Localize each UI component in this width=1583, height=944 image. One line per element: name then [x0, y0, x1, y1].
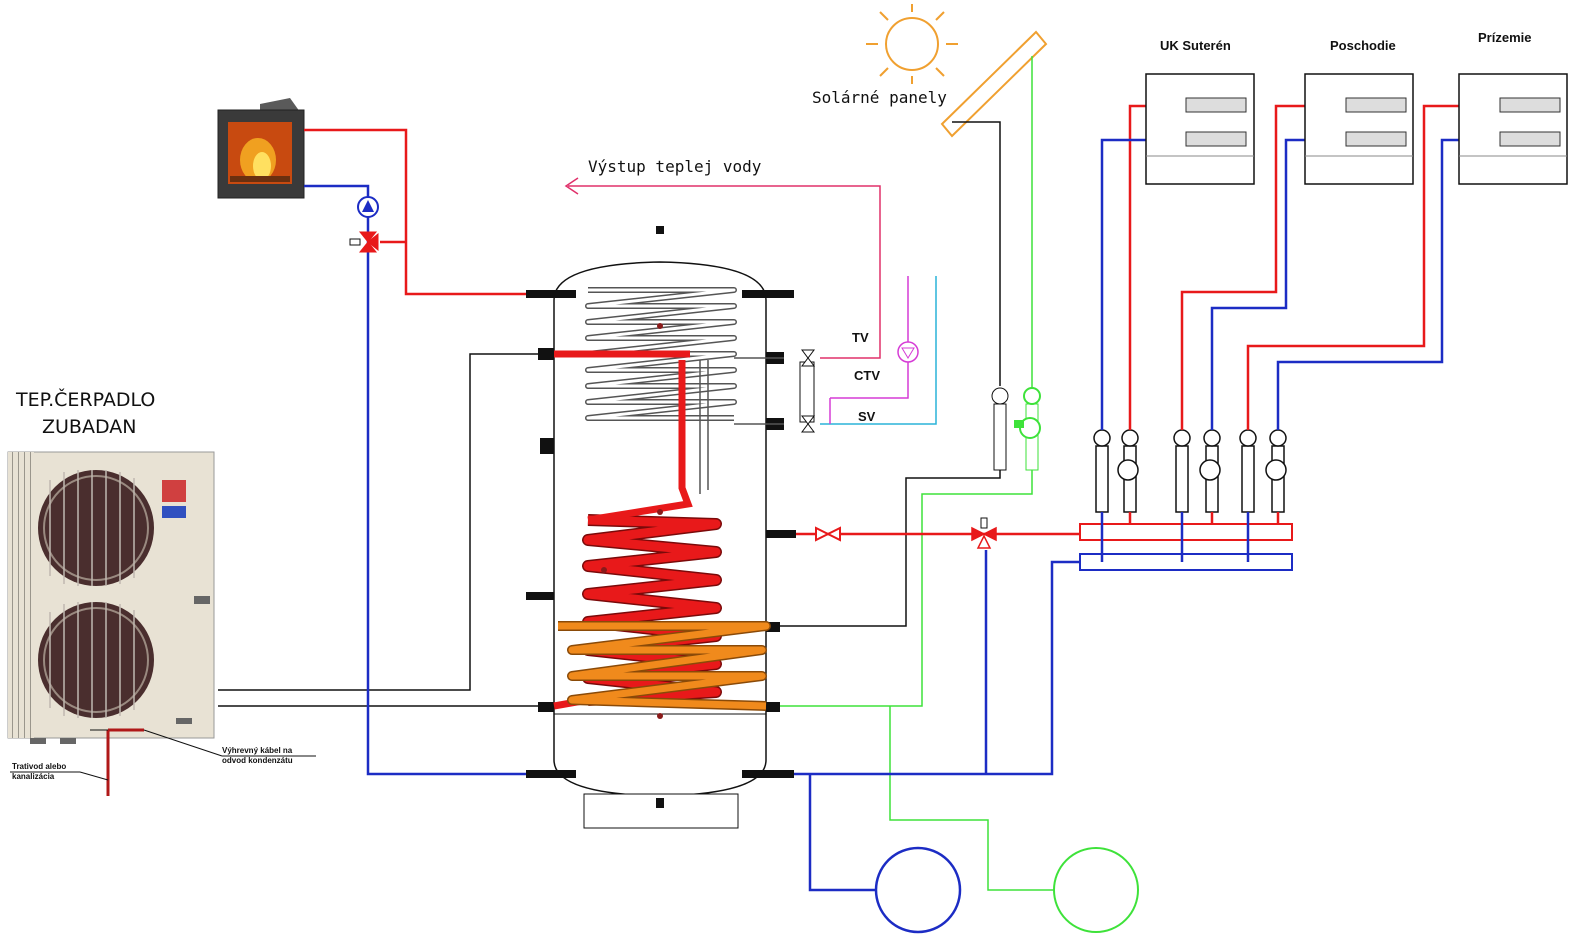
condensate-drain	[10, 728, 316, 796]
solar-panel-icon	[940, 30, 1048, 138]
three-way-valve-icon	[349, 231, 379, 253]
heat-pump-label-line1: TEP.ČERPADLO	[15, 387, 155, 411]
hot-water-out-label: Výstup teplej vody	[588, 157, 762, 176]
circuit-1-label: UK Suterén	[1160, 38, 1231, 53]
circuit-3-label: Prízemie	[1478, 30, 1531, 45]
tv-label: TV	[852, 330, 869, 345]
dhw-coil-connections	[699, 357, 784, 494]
solar-loop	[780, 56, 1054, 891]
distribution-supply	[794, 532, 1080, 776]
circulation-pump-icon	[357, 196, 379, 218]
fireplace-icon	[217, 98, 305, 199]
expansion-vessel-icon	[874, 846, 962, 934]
ctv-label: CTV	[854, 368, 880, 383]
two-way-valve-icon	[815, 526, 841, 542]
vessel-pipe	[808, 774, 876, 892]
supply-header	[1079, 523, 1293, 541]
heat-pump-pipes	[218, 353, 544, 707]
three-way-valve-icon	[971, 517, 997, 549]
floor-heating-manifold-icon	[1458, 73, 1568, 185]
expansion-vessel-icon	[1053, 847, 1139, 933]
sv-label: SV	[858, 409, 876, 424]
hot-water-outlet	[564, 177, 937, 425]
solar-coil-fill	[558, 622, 770, 710]
pump-groups	[1093, 429, 1287, 513]
drain-label-line1: Trativod alebo	[12, 762, 66, 771]
return-header	[1079, 553, 1293, 571]
circulation-pump-icon	[897, 341, 919, 363]
dhw-valves	[799, 349, 815, 433]
heat-pump-label-line2: ZUBADAN	[42, 416, 136, 438]
floor-heating-manifold-icon	[1304, 73, 1414, 185]
solar-pump-station	[991, 387, 1041, 471]
heating-cable-label-line1: Výhrevný kábel na	[222, 746, 293, 755]
circuit-2-label: Poschodie	[1330, 38, 1396, 53]
heating-cable-label-line2: odvod kondenzátu	[222, 756, 293, 765]
sun-icon	[866, 4, 958, 84]
sensor-dots	[601, 323, 663, 719]
solar-panels-label: Solárné panely	[812, 88, 947, 107]
heat-pump-unit-icon	[7, 451, 215, 744]
drain-label-line2: kanalizácia	[12, 772, 55, 781]
floor-heating-manifold-icon	[1145, 73, 1255, 185]
fireplace-loop	[304, 128, 528, 776]
